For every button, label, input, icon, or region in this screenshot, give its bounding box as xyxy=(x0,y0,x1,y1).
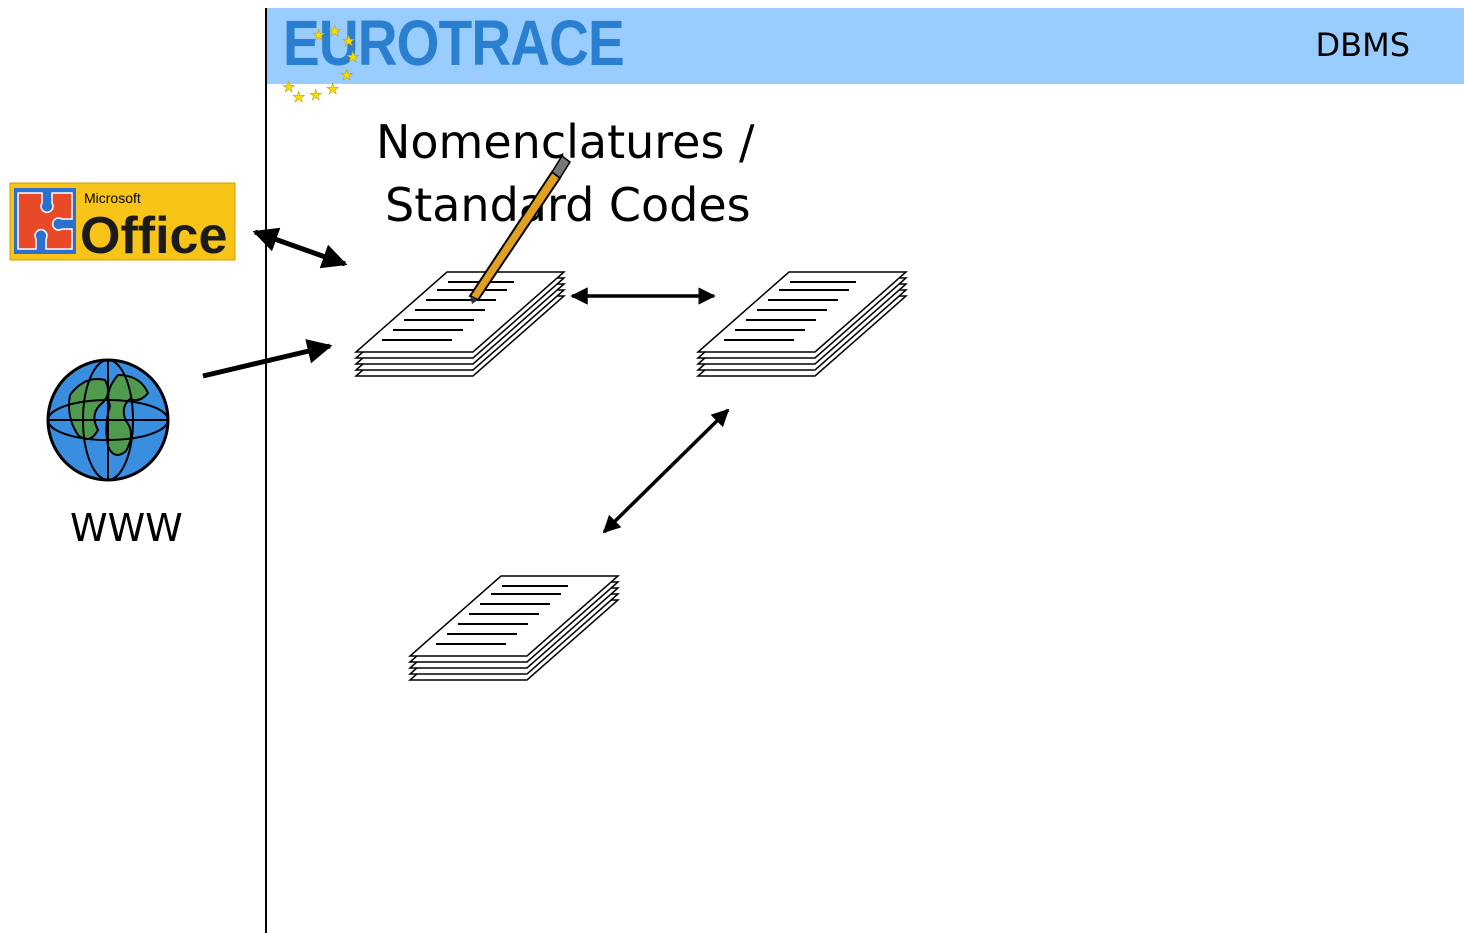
www-label: WWW xyxy=(70,506,183,550)
output-exchange-arrow xyxy=(602,408,730,534)
header-bar xyxy=(267,8,1464,84)
microsoft-office-icon: Microsoft Office xyxy=(9,182,236,265)
svg-text:★: ★ xyxy=(340,66,353,84)
svg-text:★: ★ xyxy=(346,48,359,66)
svg-text:Microsoft: Microsoft xyxy=(84,190,141,206)
office-exchange-arrow xyxy=(252,227,348,269)
svg-text:★: ★ xyxy=(326,80,339,98)
svg-text:★: ★ xyxy=(309,86,322,104)
nomenclature-document-stack xyxy=(355,271,565,377)
globe-icon xyxy=(46,358,170,482)
svg-text:★: ★ xyxy=(282,78,295,96)
eu-stars-decoration: ★ ★ ★ ★ ★ ★ ★ ★ ★ xyxy=(282,22,360,107)
eurotrace-logo-text: EUROTRACE xyxy=(283,7,625,79)
nomenclature-title-line-2: Standard Codes xyxy=(385,178,751,232)
section-label: DBMS xyxy=(1315,26,1410,64)
svg-text:Office: Office xyxy=(80,207,227,265)
vertical-divider xyxy=(265,8,267,933)
svg-text:★: ★ xyxy=(342,32,355,50)
svg-text:★: ★ xyxy=(292,88,305,106)
output-document-stack xyxy=(409,575,619,681)
svg-text:★: ★ xyxy=(312,26,325,44)
pen-icon xyxy=(468,154,572,304)
database-document-stack xyxy=(697,271,907,377)
svg-text:★: ★ xyxy=(328,22,341,40)
web-import-arrow xyxy=(202,339,333,379)
